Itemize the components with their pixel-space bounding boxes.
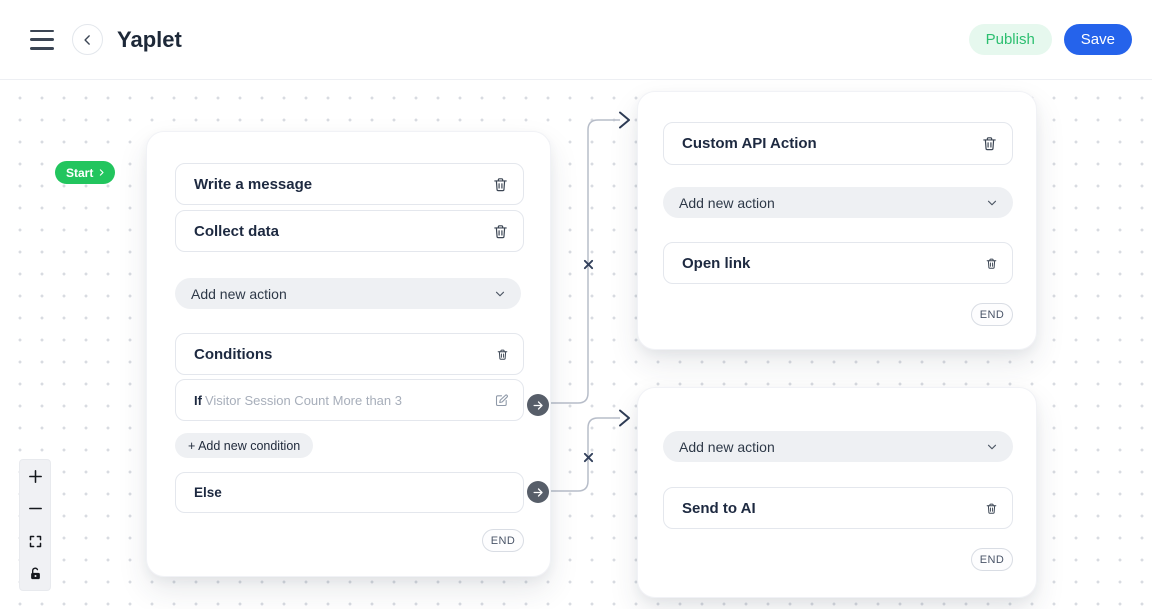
topbar: Yaplet Publish Save	[0, 0, 1152, 80]
add-new-action-dropdown[interactable]: Add new action	[663, 431, 1013, 462]
conditions-row[interactable]: Conditions	[175, 333, 524, 375]
delete-action-button[interactable]	[985, 502, 998, 515]
delete-action-button[interactable]	[492, 223, 509, 240]
plus-icon	[28, 469, 42, 483]
else-label: Else	[194, 485, 222, 500]
delete-action-button[interactable]	[985, 257, 998, 270]
fullscreen-icon	[29, 535, 41, 547]
arrow-right-icon	[533, 400, 543, 410]
back-button[interactable]	[72, 24, 103, 55]
delete-action-button[interactable]	[981, 135, 998, 152]
add-new-condition-button[interactable]: + Add new condition	[175, 433, 314, 458]
zoom-out-button[interactable]	[20, 493, 50, 526]
remove-connection-button[interactable]	[581, 450, 595, 464]
save-button[interactable]: Save	[1063, 24, 1132, 55]
fit-view-button[interactable]	[20, 525, 50, 558]
action-row-label: Send to AI	[682, 499, 756, 517]
chevron-right-icon	[100, 169, 104, 176]
x-icon	[583, 452, 593, 462]
trash-icon	[986, 258, 997, 269]
end-badge: END	[971, 548, 1013, 571]
action-row-custom-api[interactable]: Custom API Action	[663, 122, 1013, 165]
trash-icon	[497, 349, 508, 360]
node-custom-api[interactable]: Custom API Action Add new action Open li…	[637, 91, 1037, 350]
trash-icon	[986, 503, 997, 514]
chevron-left-icon	[83, 34, 90, 45]
trash-icon	[494, 224, 507, 238]
menu-icon[interactable]	[30, 29, 54, 50]
start-node-badge[interactable]: Start	[55, 161, 116, 184]
action-row-open-link[interactable]: Open link	[663, 242, 1013, 284]
add-new-action-label: Add new action	[191, 285, 287, 302]
action-row-label: Open link	[682, 254, 751, 272]
edit-condition-button[interactable]	[494, 393, 509, 408]
zoom-in-button[interactable]	[20, 460, 50, 493]
minus-icon	[28, 507, 42, 510]
lock-toggle-button[interactable]	[20, 558, 50, 591]
page-title: Yaplet	[117, 26, 182, 52]
connector-if-arrow-icon	[619, 111, 630, 129]
else-connection-handle[interactable]	[527, 481, 549, 503]
if-condition-value: Visitor Session Count More than 3	[204, 392, 402, 408]
action-row-label: Custom API Action	[682, 135, 817, 152]
connector-else-arrow-icon	[619, 409, 630, 427]
end-badge: END	[971, 303, 1013, 326]
edit-icon	[495, 394, 508, 406]
trash-icon	[494, 177, 507, 191]
action-row-label: Collect data	[194, 222, 280, 240]
flow-canvas[interactable]: Start Write a message Collect data Add n…	[0, 80, 1152, 609]
chevron-down-icon	[987, 200, 997, 205]
start-label: Start	[66, 165, 94, 180]
delete-conditions-button[interactable]	[496, 348, 509, 361]
else-row[interactable]: Else	[175, 472, 524, 513]
arrow-right-icon	[533, 487, 543, 497]
delete-action-button[interactable]	[492, 176, 509, 193]
trash-icon	[983, 137, 996, 151]
add-new-action-label: Add new action	[679, 194, 775, 211]
chevron-down-icon	[987, 444, 997, 449]
node-send-to-ai[interactable]: Add new action Send to AI END	[637, 387, 1037, 598]
remove-connection-button[interactable]	[581, 257, 595, 271]
action-row-write-message[interactable]: Write a message	[175, 163, 524, 205]
action-row-send-to-ai[interactable]: Send to AI	[663, 487, 1013, 529]
if-prefix: If	[194, 392, 202, 408]
action-row-label: Write a message	[194, 175, 313, 193]
x-icon	[583, 259, 593, 269]
canvas-controls	[19, 459, 51, 591]
node-main[interactable]: Write a message Collect data Add new act…	[146, 131, 551, 577]
publish-button[interactable]: Publish	[968, 24, 1052, 55]
chevron-down-icon	[495, 291, 505, 296]
add-new-action-label: Add new action	[679, 438, 775, 455]
action-row-collect-data[interactable]: Collect data	[175, 210, 524, 252]
unlock-icon	[30, 567, 40, 580]
conditions-label: Conditions	[194, 345, 273, 363]
add-new-action-dropdown[interactable]: Add new action	[663, 187, 1013, 218]
add-new-action-dropdown[interactable]: Add new action	[175, 278, 521, 309]
if-connection-handle[interactable]	[527, 394, 549, 416]
end-badge: END	[482, 529, 524, 552]
